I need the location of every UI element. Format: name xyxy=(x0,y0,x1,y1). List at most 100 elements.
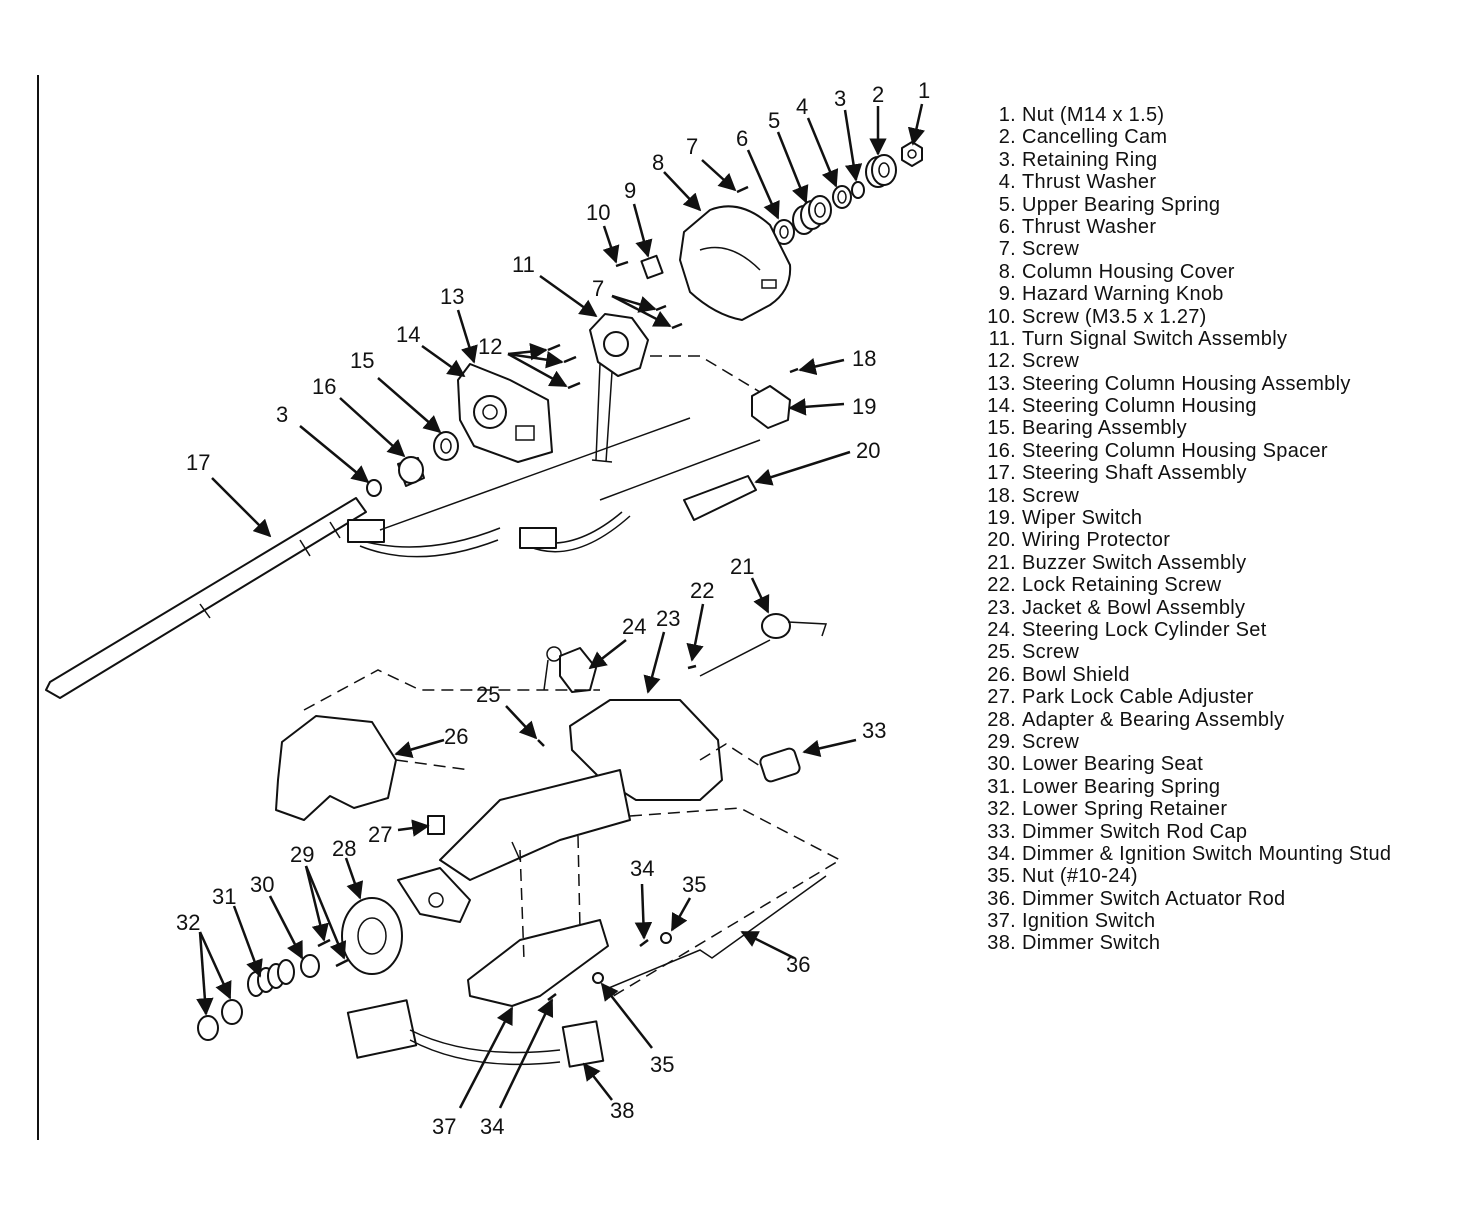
legend-item: 16.Steering Column Housing Spacer xyxy=(976,440,1391,462)
callout-37: 37 xyxy=(432,1114,456,1139)
callout-4: 4 xyxy=(796,94,808,119)
legend-label: Adapter & Bearing Assembly xyxy=(1022,708,1285,731)
legend-label: Steering Column Housing Assembly xyxy=(1022,372,1351,395)
legend-number: 18. xyxy=(987,484,1016,507)
part-7-screw-upper xyxy=(736,185,749,194)
callout-35-upper: 35 xyxy=(682,872,706,897)
callout-17: 17 xyxy=(186,450,210,475)
legend-number: 10. xyxy=(987,305,1016,328)
legend-number: 1. xyxy=(998,104,1016,126)
legend-item: 14.Steering Column Housing xyxy=(976,395,1391,417)
legend-label: Dimmer Switch Actuator Rod xyxy=(1022,887,1286,910)
legend-item: 18.Screw xyxy=(976,485,1391,507)
part-8-column-housing-cover xyxy=(679,205,792,321)
legend-item: 20.Wiring Protector xyxy=(976,529,1391,551)
legend-number: 24. xyxy=(987,618,1016,641)
legend-number: 29. xyxy=(987,730,1016,753)
legend-item: 23.Jacket & Bowl Assembly xyxy=(976,597,1391,619)
legend-item: 35.Nut (#10-24) xyxy=(976,865,1391,887)
callout-19: 19 xyxy=(852,394,876,419)
legend-label: Lower Bearing Seat xyxy=(1022,753,1204,776)
legend-number: 16. xyxy=(987,439,1016,462)
legend-label: Thrust Washer xyxy=(1022,171,1157,194)
legend-item: 24.Steering Lock Cylinder Set xyxy=(976,619,1391,641)
callout-23: 23 xyxy=(656,606,680,631)
legend-item: 21.Buzzer Switch Assembly xyxy=(976,552,1391,574)
part-6-thrust-washer xyxy=(773,219,795,245)
part-2-cancelling-cam xyxy=(865,154,897,188)
callout-7-lower: 7 xyxy=(592,276,604,301)
legend-label: Nut (#10-24) xyxy=(1022,865,1138,888)
callout-14: 14 xyxy=(396,322,420,347)
legend-label: Column Housing Cover xyxy=(1022,260,1235,283)
legend-label: Screw xyxy=(1022,238,1080,261)
assembly-guide-line-upper xyxy=(650,355,761,393)
wiring-harness-lower xyxy=(346,999,561,1066)
legend-label: Wiring Protector xyxy=(1022,529,1171,552)
part-5-upper-bearing-spring xyxy=(792,195,832,235)
legend-number: 22. xyxy=(987,574,1016,597)
legend-item: 3.Retaining Ring xyxy=(976,149,1391,171)
legend-item: 6. Thrust Washer xyxy=(976,216,1391,238)
callout-13: 13 xyxy=(440,284,464,309)
part-11-turn-signal-switch xyxy=(589,313,649,463)
legend-number: 6. xyxy=(998,215,1016,238)
legend-number: 32. xyxy=(987,798,1016,821)
legend-number: 12. xyxy=(987,350,1016,373)
legend-label: Thrust Washer xyxy=(1022,215,1157,238)
legend-item: 8.Column Housing Cover xyxy=(976,261,1391,283)
legend-item: 12. Screw xyxy=(976,350,1391,372)
part-26-bowl-shield xyxy=(275,715,397,821)
legend-item: 29. Screw xyxy=(976,731,1391,753)
legend-item: 37.Ignition Switch xyxy=(976,910,1391,932)
legend-label: Hazard Warning Knob xyxy=(1022,283,1224,306)
legend-item: 11.Turn Signal Switch Assembly xyxy=(976,328,1391,350)
legend-number: 28. xyxy=(987,708,1016,731)
legend-number: 27. xyxy=(987,686,1016,709)
callout-27: 27 xyxy=(368,822,392,847)
legend-label: Steering Shaft Assembly xyxy=(1022,462,1247,485)
part-34-35-studs-nuts xyxy=(547,932,672,1001)
callout-28: 28 xyxy=(332,836,356,861)
callout-12: 12 xyxy=(478,334,502,359)
callout-1: 1 xyxy=(918,78,930,103)
legend-label: Lock Retaining Screw xyxy=(1022,574,1222,597)
callout-32: 32 xyxy=(176,910,200,935)
legend-label: Dimmer Switch Rod Cap xyxy=(1022,820,1248,843)
callout-18: 18 xyxy=(852,346,876,371)
callout-10: 10 xyxy=(586,200,610,225)
part-16-housing-spacer xyxy=(397,456,425,487)
legend-number: 19. xyxy=(987,507,1016,530)
legend-label: Lower Bearing Spring xyxy=(1022,775,1221,798)
legend-number: 30. xyxy=(987,753,1016,776)
legend-label: Screw xyxy=(1022,350,1080,373)
part-38-dimmer-switch xyxy=(561,1020,605,1068)
leader-lines xyxy=(196,103,925,1109)
legend-label: Turn Signal Switch Assembly xyxy=(1022,327,1288,350)
callout-22: 22 xyxy=(690,578,714,603)
callout-33: 33 xyxy=(862,718,886,743)
legend-item: 2.Cancelling Cam xyxy=(976,126,1391,148)
legend-label: Screw xyxy=(1022,730,1080,753)
callout-20: 20 xyxy=(856,438,880,463)
legend-label: Retaining Ring xyxy=(1022,148,1158,171)
callout-29: 29 xyxy=(290,842,314,867)
legend-item: 28. Adapter & Bearing Assembly xyxy=(976,709,1391,731)
part-3-retaining-ring-lower xyxy=(366,479,382,497)
callout-labels: 1 2 3 3 4 5 6 7 7 8 9 10 11 12 13 14 15 … xyxy=(176,78,930,1139)
callout-11: 11 xyxy=(512,252,535,277)
legend-item: 33.Dimmer Switch Rod Cap xyxy=(976,821,1391,843)
legend-item: 4.Thrust Washer xyxy=(976,171,1391,193)
part-17-steering-shaft xyxy=(45,497,367,699)
part-27-park-lock-cable-adjuster xyxy=(427,815,445,835)
legend-label: Bowl Shield xyxy=(1022,663,1130,686)
part-18-19-wiper-switch xyxy=(751,367,799,429)
legend-number: 38. xyxy=(987,932,1016,955)
legend-label: Screw xyxy=(1022,641,1080,664)
legend-label: Bearing Assembly xyxy=(1022,417,1187,440)
callout-9: 9 xyxy=(624,178,636,203)
legend-label: Buzzer Switch Assembly xyxy=(1022,551,1247,574)
part-1-nut xyxy=(901,141,923,167)
legend-item: 9.Hazard Warning Knob xyxy=(976,283,1391,305)
